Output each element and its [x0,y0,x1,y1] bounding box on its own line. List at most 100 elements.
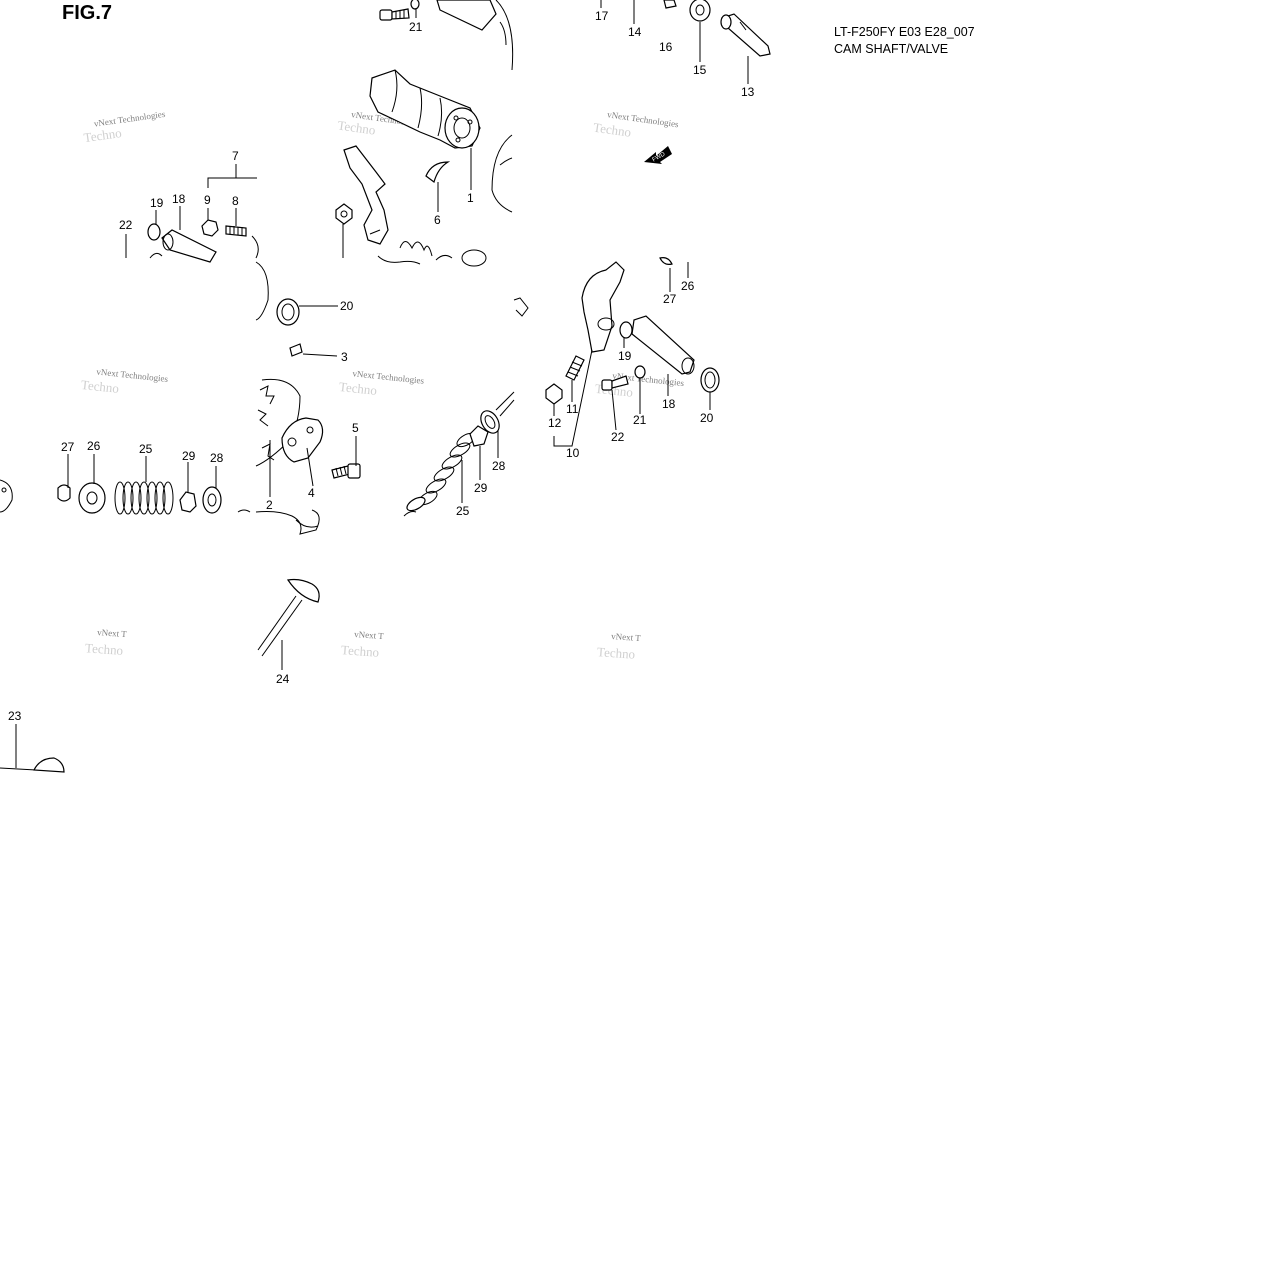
watermark: vNext T [97,627,128,639]
callout-19-right: 19 [618,349,632,363]
callout-13: 13 [741,85,755,99]
figure-caption: LT-F250FY E03 E28_007 CAM SHAFT/VALVE [834,24,975,58]
callout-27-right: 27 [663,292,677,306]
nut-9 [201,219,219,237]
callout-25-left: 25 [139,442,153,456]
callout-28-left: 28 [210,451,224,465]
callout-22-right: 22 [611,430,625,444]
callout-leaders [15,0,749,768]
chain-tensioner-arm [343,145,389,245]
callout-4: 4 [308,486,315,500]
callout-28-center: 28 [492,459,506,473]
watermark: vNext T [354,629,385,641]
spring-decompression [377,241,487,267]
callout-22-left: 22 [119,218,133,232]
figure-label: FIG.7 [62,2,113,24]
figure-title: CAM SHAFT/VALVE [834,42,949,56]
gasket-20-right [700,367,720,393]
callout-29-center: 29 [474,481,488,495]
nut-12 [545,383,563,405]
cotter-27-left [57,484,71,502]
callout-3: 3 [341,350,348,364]
callout-17: 17 [595,9,609,23]
sprocket-2 [255,261,301,467]
left-edge-fragment [0,479,13,513]
callout-2: 2 [266,498,273,512]
valve-23 [0,757,65,773]
bolt-22-right [601,375,629,391]
callout-12: 12 [548,416,562,430]
watermark-faded: Techno [83,125,123,145]
watermark-faded: Techno [592,120,632,140]
callout-26-right: 26 [681,279,695,293]
rocker-shaft-18-left [161,229,217,263]
bearing-fragment [237,509,320,535]
callout-15: 15 [693,63,707,77]
callout-20-center: 20 [340,299,354,313]
watermark-faded: Techno [80,377,119,396]
callout-numbers: 1 2 3 4 5 6 7 8 9 10 11 12 13 14 15 16 1… [8,9,755,723]
nut-tensioner [335,203,353,258]
callout-1: 1 [467,191,474,205]
callout-20-right: 20 [700,411,714,425]
left-edge-arc [149,235,259,259]
cotter-27-right [659,257,673,265]
callout-9: 9 [204,193,211,207]
callout-21-top: 21 [409,20,423,34]
watermark-faded: Techno [85,640,124,658]
cam-top-bolt-and-shaft [436,0,514,213]
valve-spring-25-left [114,481,174,515]
rocker-shaft-18 [631,315,695,375]
gasket-20-center [276,298,300,326]
callout-19-left: 19 [150,196,164,210]
callout-18-left: 18 [172,192,186,206]
valve-seal-29-center [469,425,489,447]
edge-fragments-right [495,297,529,417]
watermark-faded: Techno [338,379,377,398]
callout-8: 8 [232,194,239,208]
spring-seat-28-left [202,486,222,514]
rocker-shaft-13 [720,13,771,57]
retainer-26-left [78,482,106,514]
callout-25-center: 25 [456,504,470,518]
callout-18-right: 18 [662,397,676,411]
o-ring-19-left [147,223,161,241]
model-code: LT-F250FY E03 E28_007 [834,25,975,39]
pin-3 [289,343,303,357]
sprocket-bolt-plate-4 [281,417,324,463]
washer-15 [689,0,711,22]
callout-16: 16 [659,40,673,54]
bolt-21-top [379,0,420,21]
pin-6 [425,161,451,184]
callout-21-right: 21 [633,413,647,427]
valve-spring-25-center [403,432,476,517]
callout-27-left: 27 [61,440,75,454]
valve-seal-29-left [179,491,197,513]
watermark-faded: Techno [597,644,636,662]
callout-26-left: 26 [87,439,101,453]
callout-6: 6 [434,213,441,227]
callout-5: 5 [352,421,359,435]
fwd-arrow: FWD [644,146,672,164]
callout-10: 10 [566,446,580,460]
watermark: vNext Technologies [93,109,166,129]
o-ring-19-right [619,321,633,339]
cap-16 [663,0,677,9]
adjuster-screw-11 [565,355,585,381]
watermark-faded: Techno [341,642,380,660]
callout-11: 11 [566,402,579,416]
camshaft [369,69,481,149]
watermarks: vNext Technologies Techno vNext Technolo… [80,109,685,662]
watermark: vNext T [611,631,642,643]
spring-seat-28-center [480,410,500,434]
rocker-arm-exhaust [581,261,625,353]
washer-21-right [634,365,646,379]
callout-7: 7 [232,149,239,163]
watermark-faded: Techno [337,117,377,137]
adjuster-screw-8 [225,225,247,237]
callout-24: 24 [276,672,290,686]
callout-29-left: 29 [182,449,196,463]
callout-14: 14 [628,25,642,39]
bolt-5 [331,463,361,479]
